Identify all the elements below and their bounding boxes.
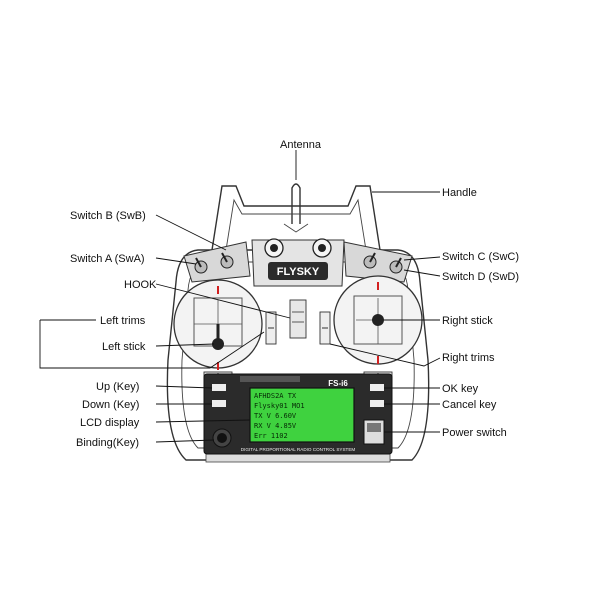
callout-right-stick: Right stick [442, 315, 493, 327]
right-stick[interactable] [372, 314, 384, 326]
switch-b-toggle[interactable] [220, 252, 234, 269]
handle [211, 185, 381, 251]
binding-key[interactable] [212, 428, 232, 448]
center-console [251, 238, 345, 287]
callout-binding-key: Binding(Key) [76, 437, 139, 449]
switch-a-toggle[interactable] [194, 257, 208, 274]
power-switch[interactable] [363, 419, 385, 445]
brand-logo: FLYSKY [277, 266, 320, 278]
callout-switch-a: Switch A (SwA) [70, 253, 145, 265]
lcd-line-5: Err 1102 [254, 432, 288, 440]
callout-right-trims: Right trims [442, 352, 495, 364]
callout-handle: Handle [442, 187, 477, 199]
callout-switch-d: Switch D (SwD) [442, 271, 519, 283]
callout-power-switch: Power switch [442, 427, 507, 439]
leader-lines [39, 150, 441, 443]
hook [289, 299, 307, 339]
lcd-line-1: AFHDS2A TX [254, 392, 297, 400]
callout-up-key: Up (Key) [96, 381, 139, 393]
lcd-line-4: RX V 4.85V [254, 422, 297, 430]
model-label: FS-i6 [328, 379, 348, 388]
switch-d-toggle[interactable] [389, 257, 403, 274]
brand-plate [268, 262, 328, 280]
up-key[interactable] [212, 384, 226, 391]
cancel-key[interactable] [370, 400, 384, 407]
callout-ok-key: OK key [442, 383, 479, 395]
switch-c-toggle[interactable] [363, 252, 377, 269]
bottom-text: DIGITAL PROPORTIONAL RADIO CONTROL SYSTE… [241, 447, 356, 452]
antenna-base [283, 223, 309, 233]
left-vertical-trim[interactable] [265, 311, 277, 345]
callout-left-trims: Left trims [100, 315, 146, 327]
ok-key[interactable] [370, 384, 384, 391]
callout-lcd-display: LCD display [80, 417, 140, 429]
down-key[interactable] [212, 400, 226, 407]
callout-down-key: Down (Key) [82, 399, 139, 411]
lcd-line-2: Flysky01 MO1 [254, 402, 305, 410]
callout-hook: HOOK [124, 279, 157, 291]
left-stick[interactable] [212, 324, 224, 350]
callout-cancel-key: Cancel key [442, 399, 497, 411]
callout-left-stick: Left stick [102, 341, 146, 353]
callout-antenna: Antenna [280, 139, 322, 151]
antenna [291, 183, 301, 224]
lcd-line-3: TX V 6.60V [254, 412, 297, 420]
lcd-display [249, 387, 355, 443]
left-switch-plate [183, 241, 251, 283]
callout-switch-c: Switch C (SwC) [442, 251, 519, 263]
right-vertical-trim[interactable] [319, 311, 331, 345]
callout-switch-b: Switch B (SwB) [70, 210, 146, 222]
